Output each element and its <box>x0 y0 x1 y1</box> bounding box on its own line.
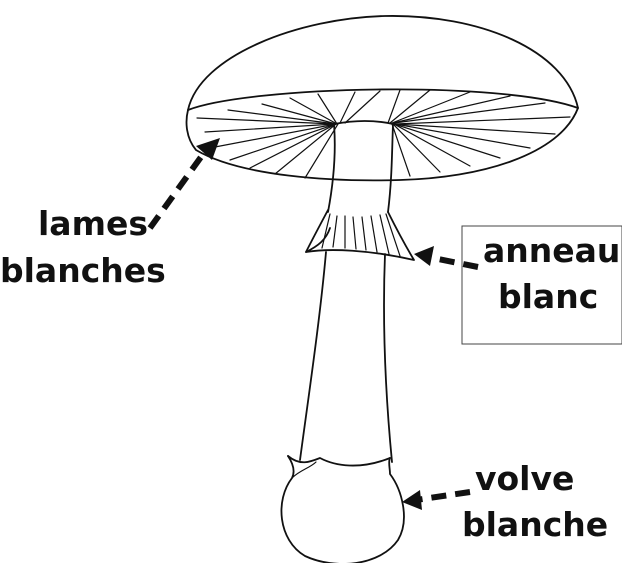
mushroom-stem-upper <box>328 121 393 212</box>
label-ring-line2: blanc <box>498 277 598 316</box>
mushroom-volva <box>281 456 403 563</box>
mushroom-gills <box>197 90 570 178</box>
label-volva-line2: blanche <box>462 505 608 544</box>
label-volva-line1: volve <box>475 459 574 498</box>
ring-arrow <box>414 246 478 267</box>
mushroom-cap <box>187 16 578 180</box>
label-ring-line1: anneau <box>483 231 620 270</box>
gills-arrow <box>150 138 220 228</box>
mushroom-stem-lower <box>300 252 392 462</box>
label-gills-line1: lames <box>38 204 148 243</box>
mushroom-ring <box>306 210 414 260</box>
label-gills-line2: blanches <box>0 251 166 290</box>
volva-arrow <box>402 490 470 510</box>
